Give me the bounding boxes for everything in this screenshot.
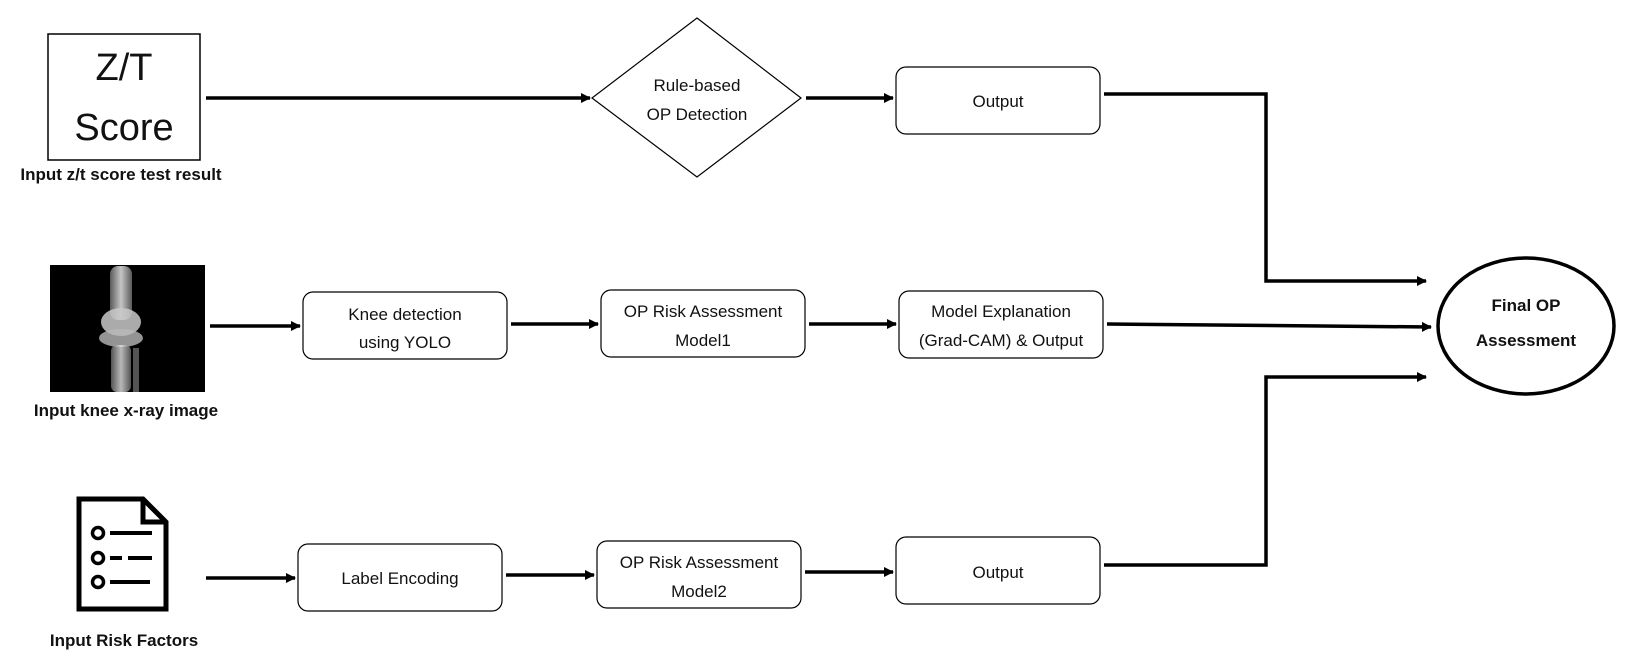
explanation-line2: (Grad-CAM) & Output xyxy=(919,331,1084,350)
output-box-row3: Output xyxy=(895,536,1101,605)
decision-line2: OP Detection xyxy=(647,105,748,124)
model2-line1: OP Risk Assessment xyxy=(620,553,779,572)
final-line2: Assessment xyxy=(1476,331,1577,350)
model1-box: OP Risk Assessment Model1 xyxy=(600,289,806,358)
connector-row1-to-final xyxy=(1104,92,1427,286)
explanation-line1: Model Explanation xyxy=(931,302,1071,321)
arrow-explanation-to-final xyxy=(1106,321,1432,332)
rule-based-decision: Rule-based OP Detection xyxy=(591,17,802,178)
output-row1-label: Output xyxy=(972,92,1023,111)
label-encoding-box: Label Encoding xyxy=(297,543,503,612)
xray-input-caption: Input knee x-ray image xyxy=(34,401,218,420)
knee-xray-image xyxy=(50,265,205,392)
document-list-icon xyxy=(76,496,169,612)
detection-line1: Knee detection xyxy=(348,305,461,324)
model2-box: OP Risk Assessment Model2 xyxy=(596,540,802,609)
zt-score-line2: Score xyxy=(74,107,173,149)
decision-line1: Rule-based xyxy=(654,76,741,95)
explanation-box: Model Explanation (Grad-CAM) & Output xyxy=(898,290,1104,359)
zt-score-icon: Z/T Score xyxy=(47,33,201,161)
final-assessment-node: Final OP Assessment xyxy=(1436,256,1616,396)
model1-line2: Model1 xyxy=(675,331,731,350)
model1-line1: OP Risk Assessment xyxy=(624,302,783,321)
connector-row3-to-final xyxy=(1104,372,1427,567)
final-line1: Final OP xyxy=(1492,296,1561,315)
output-row3-label: Output xyxy=(972,563,1023,582)
model2-line2: Model2 xyxy=(671,582,727,601)
encoding-label: Label Encoding xyxy=(341,569,458,588)
output-box-row1: Output xyxy=(895,66,1101,135)
risk-input-caption: Input Risk Factors xyxy=(50,631,198,650)
zt-score-line1: Z/T xyxy=(96,47,153,89)
detection-line2: using YOLO xyxy=(359,333,451,352)
zt-input-caption: Input z/t score test result xyxy=(20,165,222,184)
knee-detection-box: Knee detection using YOLO xyxy=(302,291,508,360)
